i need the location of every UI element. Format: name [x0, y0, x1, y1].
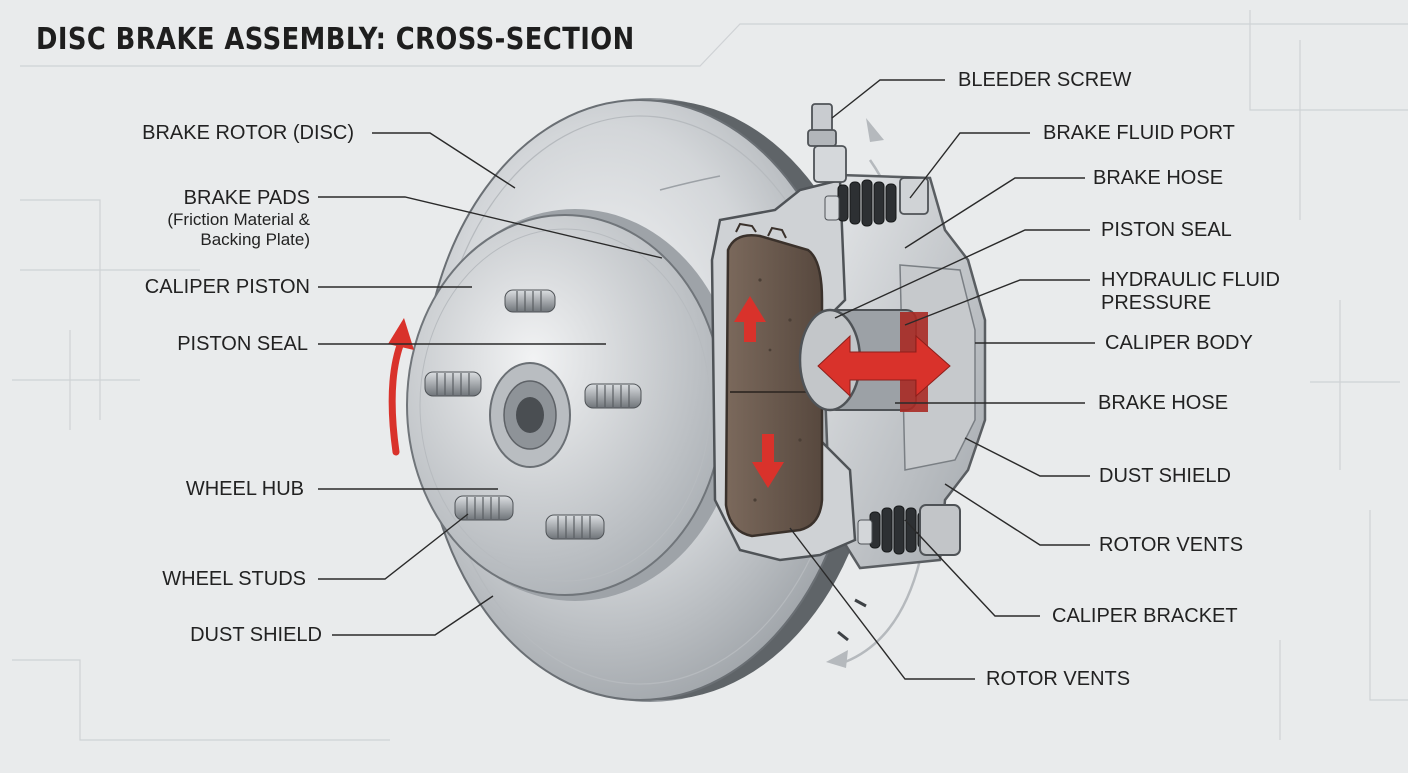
label-wheel-hub: WHEEL HUB [185, 478, 304, 500]
guide-pin [857, 519, 873, 545]
wheel-studs [424, 289, 642, 540]
label-brake-hose-top: BRAKE HOSE [1093, 167, 1224, 189]
brake-fluid-port [899, 177, 929, 215]
label-caliper-body: CALIPER BODY [1105, 332, 1253, 354]
label-wheel-studs: WHEEL STUDS [162, 568, 306, 590]
leader-lines [318, 79, 1095, 680]
label-piston-seal-right: PISTON SEAL [1101, 219, 1232, 241]
label-brake-rotor: BRAKE ROTOR (DISC) [142, 122, 354, 144]
label-rotor-vents-upper: ROTOR VENTS [1099, 534, 1244, 556]
label-brake-pads-sub-1: (Friction Material & [167, 210, 310, 229]
label-hydraulic-fluid: HYDRAULIC FLUID [1101, 269, 1280, 291]
label-caliper-bracket: CALIPER BRACKET [1052, 605, 1238, 627]
label-brake-hose-bottom: BRAKE HOSE [1098, 392, 1229, 414]
page-title: DISC BRAKE ASSEMBLY: CROSS-SECTION [36, 22, 635, 57]
rotation-hint-arrowhead-icon [866, 118, 884, 142]
label-piston-seal-left: PISTON SEAL [177, 333, 308, 355]
label-brake-pads-sub-2: Backing Plate) [200, 230, 310, 249]
pad-force-arrow-down-icon [752, 434, 784, 488]
background-frame-lines [12, 10, 1408, 741]
caliper-bracket [919, 504, 961, 556]
guide-pin [824, 195, 840, 221]
bleeder-screw [807, 103, 847, 183]
label-pressure: PRESSURE [1101, 292, 1212, 314]
label-dust-shield-right: DUST SHIELD [1099, 465, 1231, 487]
wheel-hub [406, 209, 740, 601]
label-caliper-piston: CALIPER PISTON [144, 276, 310, 298]
label-dust-shield-left: DUST SHIELD [190, 624, 322, 646]
rotation-direction-arrow-icon [388, 336, 406, 456]
rotation-direction-arrowhead-icon [388, 318, 414, 350]
label-bleeder-screw: BLEEDER SCREW [958, 69, 1132, 91]
label-rotor-vents-lower: ROTOR VENTS [986, 668, 1131, 690]
label-brake-pads: BRAKE PADS [183, 187, 310, 209]
label-brake-fluid-port: BRAKE FLUID PORT [1043, 122, 1235, 144]
rotation-hint-arrowhead-icon [826, 650, 848, 668]
pad-force-arrow-up-icon [734, 296, 766, 342]
hydraulic-pressure-arrow-icon [817, 334, 951, 398]
